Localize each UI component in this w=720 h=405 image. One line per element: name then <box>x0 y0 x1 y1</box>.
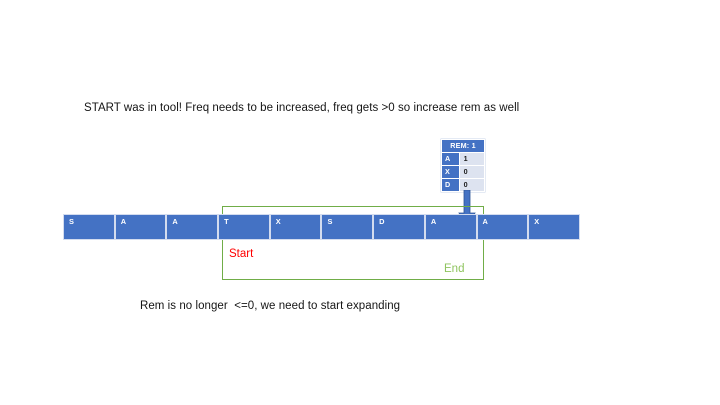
sequence-bar: S A A T X S D A A X <box>63 214 580 240</box>
rem-row-value: 0 <box>458 165 486 179</box>
window-start-label: Start <box>229 248 254 260</box>
rem-table-header-row: REM: 1 <box>441 139 485 153</box>
window-highlight-box <box>222 206 484 280</box>
rem-row-key: X <box>441 165 460 179</box>
window-end-label: End <box>444 263 465 275</box>
rem-row-value: 1 <box>458 152 486 166</box>
sequence-cell: X <box>269 214 322 240</box>
sequence-cell-letter: D <box>379 217 385 226</box>
sequence-cell-letter: T <box>224 217 229 226</box>
sequence-cell-letter: S <box>69 217 75 226</box>
sequence-cell-letter: A <box>172 217 178 226</box>
sequence-cell: A <box>114 214 167 240</box>
sequence-cell: X <box>528 214 580 240</box>
rem-table-body: REM: 1 A 1 X 0 D 0 <box>441 139 486 192</box>
rem-row-key: A <box>441 152 460 166</box>
rem-row-key: D <box>441 178 460 192</box>
sequence-cell-letter: X <box>275 217 281 226</box>
sequence-cell-letter: A <box>120 217 127 226</box>
sequence-cell: D <box>373 214 425 240</box>
sequence-cell-letter: A <box>482 217 489 226</box>
sequence-cell-letter: S <box>327 217 333 226</box>
sequence-cell-letter: X <box>534 217 540 226</box>
rem-table-header-cell: REM: 1 <box>441 139 485 153</box>
sequence-cell-letter: A <box>430 217 437 226</box>
top-caption-text: START was in tool! Freq needs to be incr… <box>84 102 520 114</box>
rem-row-value: 0 <box>458 178 486 192</box>
rem-state-table: REM: 1 A 1 X 0 D 0 <box>441 139 486 192</box>
sequence-cell: T <box>218 214 270 240</box>
sequence-cell: A <box>166 214 219 240</box>
sequence-cell: S <box>321 214 374 240</box>
sequence-cell: S <box>63 214 115 240</box>
rem-table-row: A 1 <box>441 152 486 166</box>
rem-table-row: D 0 <box>441 178 486 192</box>
bottom-caption-text: Rem is no longer <=0, we need to start e… <box>140 300 401 312</box>
sequence-cell: A <box>476 214 529 240</box>
rem-table-row: X 0 <box>441 165 486 179</box>
sequence-cell: A <box>424 214 477 240</box>
